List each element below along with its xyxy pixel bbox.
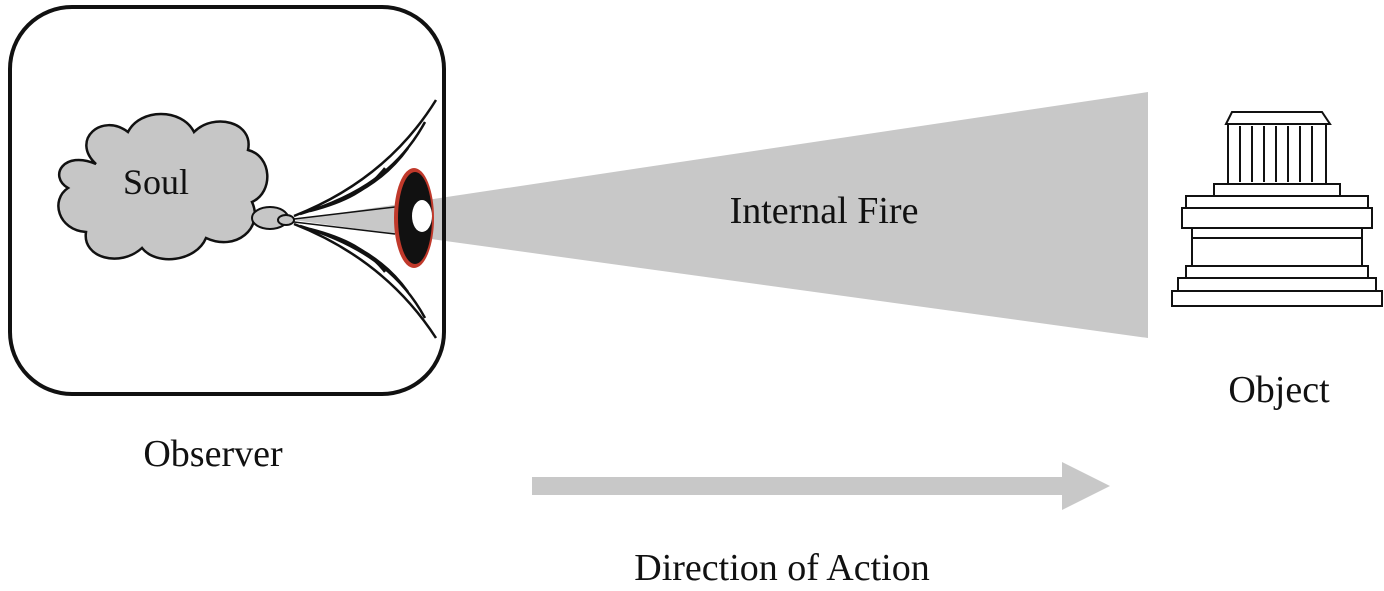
direction-label: Direction of Action bbox=[634, 547, 929, 589]
internal-fire-beam bbox=[293, 92, 1148, 338]
eye-icon bbox=[394, 168, 434, 268]
soul-label: Soul bbox=[123, 162, 189, 202]
object-label: Object bbox=[1228, 369, 1330, 411]
observer-label: Observer bbox=[143, 433, 283, 475]
direction-arrow bbox=[532, 462, 1110, 510]
internal-fire-label: Internal Fire bbox=[730, 190, 919, 232]
soul-eye-lines bbox=[293, 206, 396, 235]
soul-cloud-icon bbox=[57, 112, 269, 261]
lower-curves bbox=[293, 222, 438, 339]
soul-connector-small bbox=[277, 214, 295, 226]
upper-curves bbox=[293, 99, 438, 218]
object-column-icon bbox=[1171, 111, 1383, 307]
observer-box bbox=[8, 5, 446, 396]
